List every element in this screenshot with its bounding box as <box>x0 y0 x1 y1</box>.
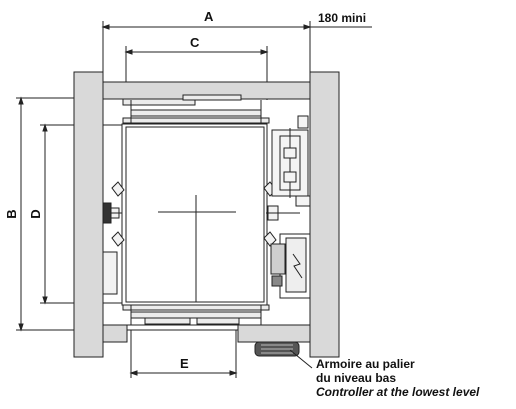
right-wall <box>309 71 340 358</box>
landing-controller-cabinet <box>254 341 313 369</box>
rear-door-panels <box>122 94 270 124</box>
dimension-b-label: B <box>4 209 19 218</box>
shaft-walls <box>73 71 340 358</box>
counterweight-assembly <box>271 115 311 207</box>
dimension-a <box>101 21 312 78</box>
controller-note-line3: Controller at the lowest level <box>316 385 480 399</box>
dimension-c <box>124 46 269 100</box>
dimension-a-label: A <box>204 9 214 24</box>
drive-unit <box>270 233 311 299</box>
front-wall-right <box>237 324 311 343</box>
min-clearance-label: 180 mini <box>318 11 366 25</box>
dimension-e-label: E <box>180 356 189 371</box>
front-door-panels <box>122 304 270 331</box>
controller-note-line1: Armoire au palier <box>316 357 415 371</box>
lift-car <box>121 123 268 306</box>
left-wall <box>73 71 104 358</box>
left-guide-rail <box>102 181 125 295</box>
dimension-c-label: C <box>190 35 200 50</box>
controller-note-line2: du niveau bas <box>316 371 397 385</box>
dimension-e <box>129 322 238 378</box>
front-wall-left <box>102 324 128 343</box>
dimension-d-label: D <box>28 209 43 218</box>
